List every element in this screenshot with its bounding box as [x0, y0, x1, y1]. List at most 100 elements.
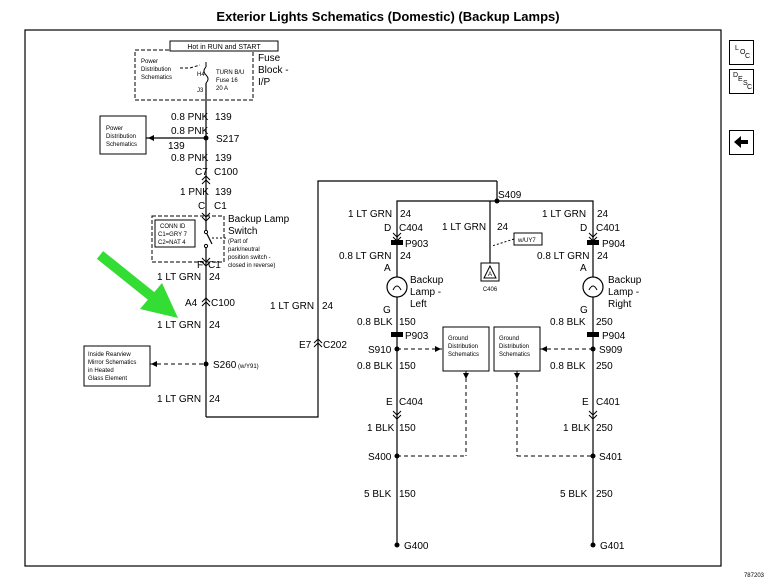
conn-c7: C7 [195, 167, 208, 178]
arrow-pointer-icon [96, 251, 178, 318]
pin-a4: A4 [185, 298, 198, 309]
conn-c1: C1 [214, 201, 227, 212]
fuse-block-l1: Fuse [258, 53, 281, 64]
pd-arrow [148, 135, 154, 141]
c406-box [480, 262, 500, 282]
back-button[interactable] [729, 130, 754, 155]
wire-lg-left: 1 LT GRN [348, 209, 392, 220]
loc-letter-o: O [740, 49, 746, 56]
wire-pnk-b-circuit: 139 [168, 141, 185, 152]
wire-pnk-c: 0.8 PNK [171, 153, 209, 164]
ground-left-l2: Distribution [448, 344, 478, 350]
ground-g401-dot [590, 542, 596, 548]
lamp-left-l3: Left [410, 299, 427, 310]
desc-letter-c: C [747, 84, 753, 91]
wire-lg-a: 1 LT GRN [157, 272, 201, 283]
power-dist-box [99, 115, 147, 155]
diagram-code: 787203 [743, 573, 764, 579]
splice-s910: S910 [368, 345, 392, 356]
wire-lamp-left-circuit: 24 [400, 251, 412, 262]
wire-blk-r2-circuit: 250 [596, 361, 613, 372]
wire-lg-b: 1 LT GRN [157, 320, 201, 331]
description-button[interactable]: D E S C [729, 69, 754, 94]
wire-blk-r4-circuit: 250 [596, 489, 613, 500]
pin-j3: J3 [197, 88, 204, 94]
loc-letter-c: C [745, 53, 751, 60]
svg-text:A: A [488, 272, 492, 278]
wire-lamp-left: 0.8 LT GRN [339, 251, 391, 262]
wire-blk-l4: 5 BLK [364, 489, 392, 500]
splice-s401: S401 [599, 452, 623, 463]
wire-lg-right: 1 LT GRN [542, 209, 586, 220]
fuse-power-dist-l3: Schematics [141, 75, 172, 81]
splice-s909: S909 [599, 345, 623, 356]
switch-contact [205, 231, 213, 245]
wire-blk-r3-circuit: 250 [596, 423, 613, 434]
conn-c100-top: C100 [214, 167, 238, 178]
wire-lamp-right-circuit: 24 [597, 251, 609, 262]
ground-box-right [493, 326, 541, 372]
wire-blk-l2: 0.8 BLK [357, 361, 393, 372]
splice-s400: S400 [368, 452, 392, 463]
conn-c404-b: C404 [399, 397, 423, 408]
splice-s260-option: (w/Y91) [238, 364, 259, 370]
pin-d-right: D [580, 223, 587, 234]
switch-label-l2: Switch [228, 226, 257, 237]
fuse-symbol [203, 66, 209, 84]
diagram-frame [24, 29, 722, 567]
lamp-right-l1: Backup [608, 275, 642, 286]
fuse-name: TURN B/U [216, 70, 244, 76]
switch-box [151, 215, 225, 263]
lamp-right-l3: Right [608, 299, 632, 310]
switch-label-l1: Backup Lamp [228, 214, 290, 225]
ground-right-l2: Distribution [499, 344, 529, 350]
splice-s260: S260 [213, 360, 237, 371]
fuse-block-l2: Block - [258, 65, 289, 76]
pin-a-left: A [384, 263, 391, 274]
conn-id-c1: C1=GRY 7 [158, 232, 188, 238]
wire-lg-right-circuit: 24 [597, 209, 609, 220]
splice-s260-dot [203, 361, 209, 367]
wire-pnk-b: 0.8 PNK [171, 126, 209, 137]
p903-bottom-symbol [391, 332, 403, 337]
loc-letter-l: L [735, 45, 739, 52]
wire-blk-l3: 1 BLK [367, 423, 395, 434]
wire-lg-left-circuit: 24 [400, 209, 412, 220]
wire-blk-r3: 1 BLK [563, 423, 591, 434]
pin-f: F [197, 260, 203, 271]
conn-p903-b: P903 [405, 331, 429, 342]
switch-note-l3: position switch - [228, 255, 271, 261]
p904-top-symbol [587, 240, 599, 245]
conn-id-box [154, 219, 196, 248]
fuse-number: Fuse 16 [216, 78, 238, 84]
wire-blk-l3-circuit: 150 [399, 423, 416, 434]
mirror-l2: Mirror Schematics [88, 360, 136, 366]
pin-h4: H4 [197, 72, 205, 78]
wire-lg-d: 1 LT GRN [270, 301, 314, 312]
wire-blk-r4: 5 BLK [560, 489, 588, 500]
ground-g400-dot [394, 542, 400, 548]
wire-blk-r2: 0.8 BLK [550, 361, 586, 372]
splice-s217: S217 [216, 134, 240, 145]
wire-lg-mid: 1 LT GRN [442, 222, 486, 233]
wire-pnk-d-circuit: 139 [215, 187, 232, 198]
pin-c: C [198, 201, 205, 212]
wire-lg-c-circuit: 24 [209, 394, 221, 405]
pin-g-left: G [383, 305, 391, 316]
conn-p903-a: P903 [405, 239, 429, 250]
pd-box-l1: Power [106, 126, 123, 132]
ground-g400: G400 [404, 541, 429, 552]
p904-bottom-symbol [587, 332, 599, 337]
pd-box-l3: Schematics [106, 142, 137, 148]
arrow-left-icon [734, 136, 748, 148]
p903-top-symbol [391, 240, 403, 245]
wire-blk-r1-circuit: 250 [596, 317, 613, 328]
mirror-box [83, 345, 151, 387]
lamp-right-l2: Lamp - [608, 287, 639, 298]
location-button[interactable]: L O C [729, 40, 754, 65]
mirror-l3: in Heated [88, 368, 114, 374]
feed-loop-wire [206, 180, 497, 418]
pin-g-right: G [580, 305, 588, 316]
ground-right-l3: Schematics [499, 352, 530, 358]
